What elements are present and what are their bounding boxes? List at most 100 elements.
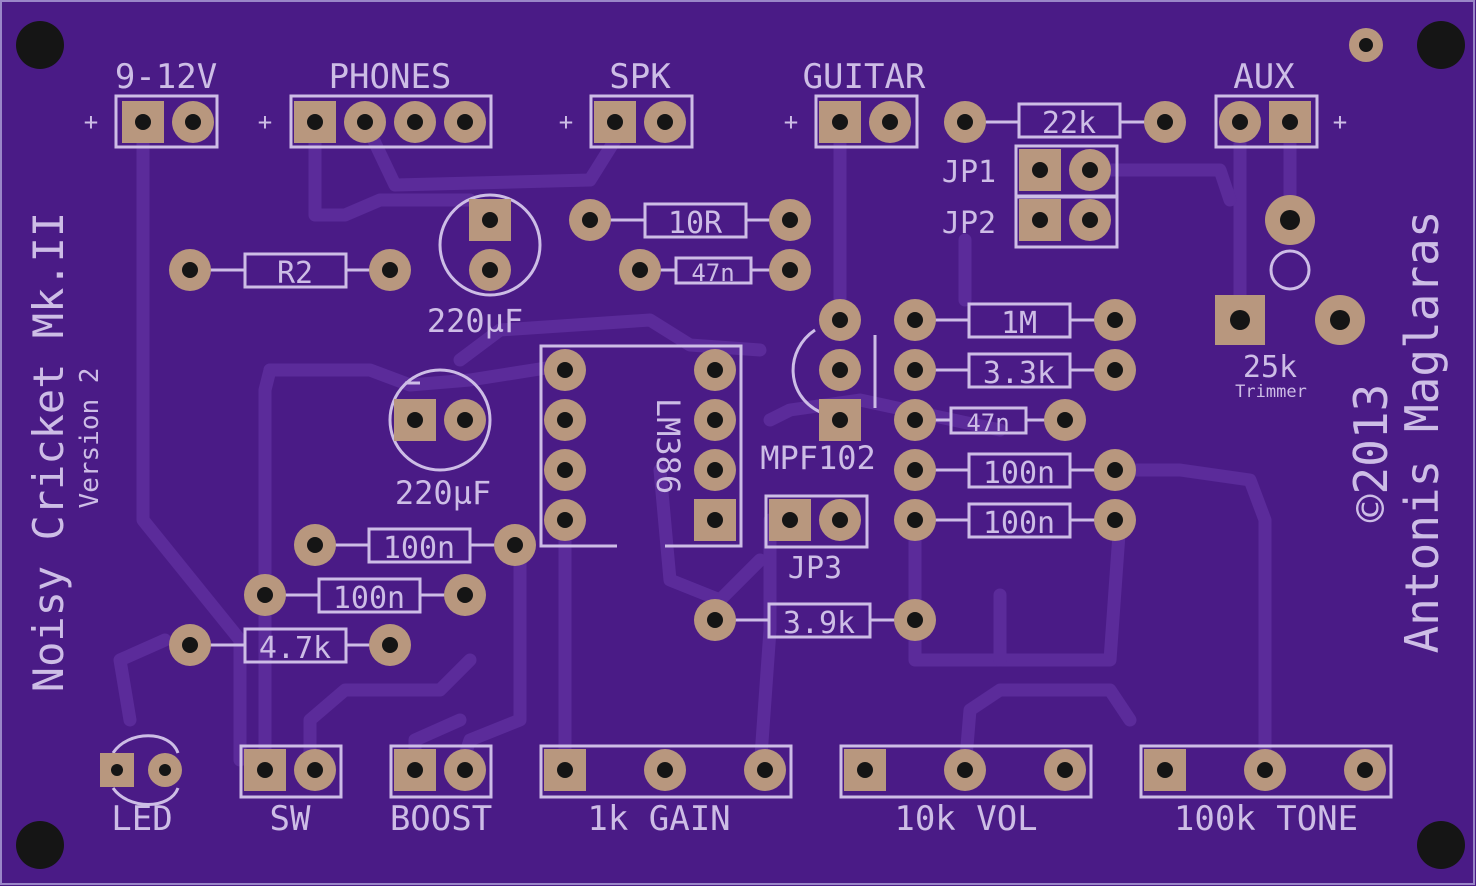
drill-hole (407, 412, 423, 428)
drill-hole (832, 512, 848, 528)
drill-hole (1257, 762, 1273, 778)
drill-hole (1082, 162, 1098, 178)
drill-hole (185, 114, 201, 130)
drill-hole (307, 762, 323, 778)
component-labels: 22k 10R 47n R2 220µF 220µF 1M 3.3k 47n 1… (259, 106, 1307, 666)
drill-hole (407, 762, 423, 778)
label-4k7: 4.7k (259, 631, 331, 666)
drill-hole (707, 462, 723, 478)
drill-hole (707, 612, 723, 628)
bottom-labels: LED SW BOOST 1k GAIN 10k VOL 100k TONE (111, 799, 1358, 839)
drill-hole (632, 262, 648, 278)
drill-hole (707, 362, 723, 378)
drill-hole (557, 512, 573, 528)
label-power: 9-12V (115, 57, 217, 97)
drill-hole (582, 212, 598, 228)
mounting-holes (16, 21, 1465, 869)
label-jp1: JP1 (942, 155, 996, 190)
drill-hole (1280, 210, 1300, 230)
drill-hole (1032, 212, 1048, 228)
drill-hole (1107, 512, 1123, 528)
label-trimmer: Trimmer (1235, 382, 1307, 402)
drill-hole (1157, 762, 1173, 778)
label-1m: 1M (1001, 306, 1037, 341)
label-guitar: GUITAR (803, 57, 926, 97)
plus-power: + (84, 108, 98, 136)
fiducial-pad (1349, 28, 1383, 62)
drill-hole (657, 762, 673, 778)
drill-hole (1230, 310, 1250, 330)
label-vol: 10k VOL (894, 799, 1037, 839)
drill-hole (857, 762, 873, 778)
drill-hole (557, 462, 573, 478)
label-47n-mid: 47n (966, 409, 1009, 437)
drill-hole (135, 114, 151, 130)
drill-hole (782, 262, 798, 278)
board-author: Antonis Maglaras (1395, 210, 1449, 653)
drill-hole (1107, 462, 1123, 478)
label-sw: SW (270, 799, 311, 839)
drill-hole (907, 612, 923, 628)
label-boost: BOOST (390, 799, 492, 839)
drill-hole (957, 762, 973, 778)
drill-hole (1107, 312, 1123, 328)
board-copyright: ©2013 (1344, 384, 1398, 522)
drill-hole (907, 312, 923, 328)
drill-hole (557, 762, 573, 778)
drill-hole (557, 412, 573, 428)
drill-hole (607, 114, 623, 130)
label-mpf102: MPF102 (760, 439, 876, 477)
copper-traces (113, 115, 1297, 777)
drill-hole (111, 764, 123, 776)
label-jp2: JP2 (942, 206, 996, 241)
drill-hole (657, 114, 673, 130)
drill-hole (1032, 162, 1048, 178)
drill-hole (257, 587, 273, 603)
drill-hole (457, 412, 473, 428)
drill-hole (757, 762, 773, 778)
board-version: Version 2 (75, 368, 105, 509)
drill-hole (1057, 412, 1073, 428)
drill-hole (1157, 114, 1173, 130)
drill-hole (782, 512, 798, 528)
label-r2: R2 (277, 256, 313, 291)
drill-hole (482, 212, 498, 228)
drill-hole (159, 764, 171, 776)
drill-hole (1107, 362, 1123, 378)
label-220uf-mid: 220µF (395, 474, 491, 512)
label-3k3: 3.3k (983, 356, 1055, 391)
drill-hole (832, 362, 848, 378)
plus-phones: + (258, 108, 272, 136)
plus-signs: + + + + + (84, 108, 1347, 136)
header-labels: 9-12V PHONES SPK GUITAR AUX (115, 57, 1295, 97)
drill-hole (182, 637, 198, 653)
drill-hole (407, 114, 423, 130)
drill-hole (957, 114, 973, 130)
drill-hole (882, 114, 898, 130)
drill-hole (457, 762, 473, 778)
label-100n-d: 100n (333, 581, 405, 616)
drill-hole (507, 537, 523, 553)
label-100n-a: 100n (983, 456, 1055, 491)
drill-hole (782, 212, 798, 228)
drill-hole (307, 114, 323, 130)
plus-aux: + (1333, 108, 1347, 136)
drill-hole (707, 512, 723, 528)
drill-hole (457, 587, 473, 603)
drill-hole (482, 262, 498, 278)
drill-hole (907, 462, 923, 478)
drill-hole (1357, 762, 1373, 778)
label-3k9: 3.9k (783, 606, 855, 641)
drill-hole (257, 762, 273, 778)
drill-hole (907, 412, 923, 428)
drill-hole (182, 262, 198, 278)
label-220uf-top: 220µF (427, 302, 523, 340)
label-spk: SPK (609, 57, 671, 97)
drill-hole (907, 512, 923, 528)
label-lm386: LM386 (649, 398, 687, 494)
label-22k: 22k (1042, 106, 1096, 141)
board-title: Noisy Cricket Mk.II (24, 212, 73, 692)
drill-hole (457, 114, 473, 130)
label-100n-b: 100n (983, 506, 1055, 541)
